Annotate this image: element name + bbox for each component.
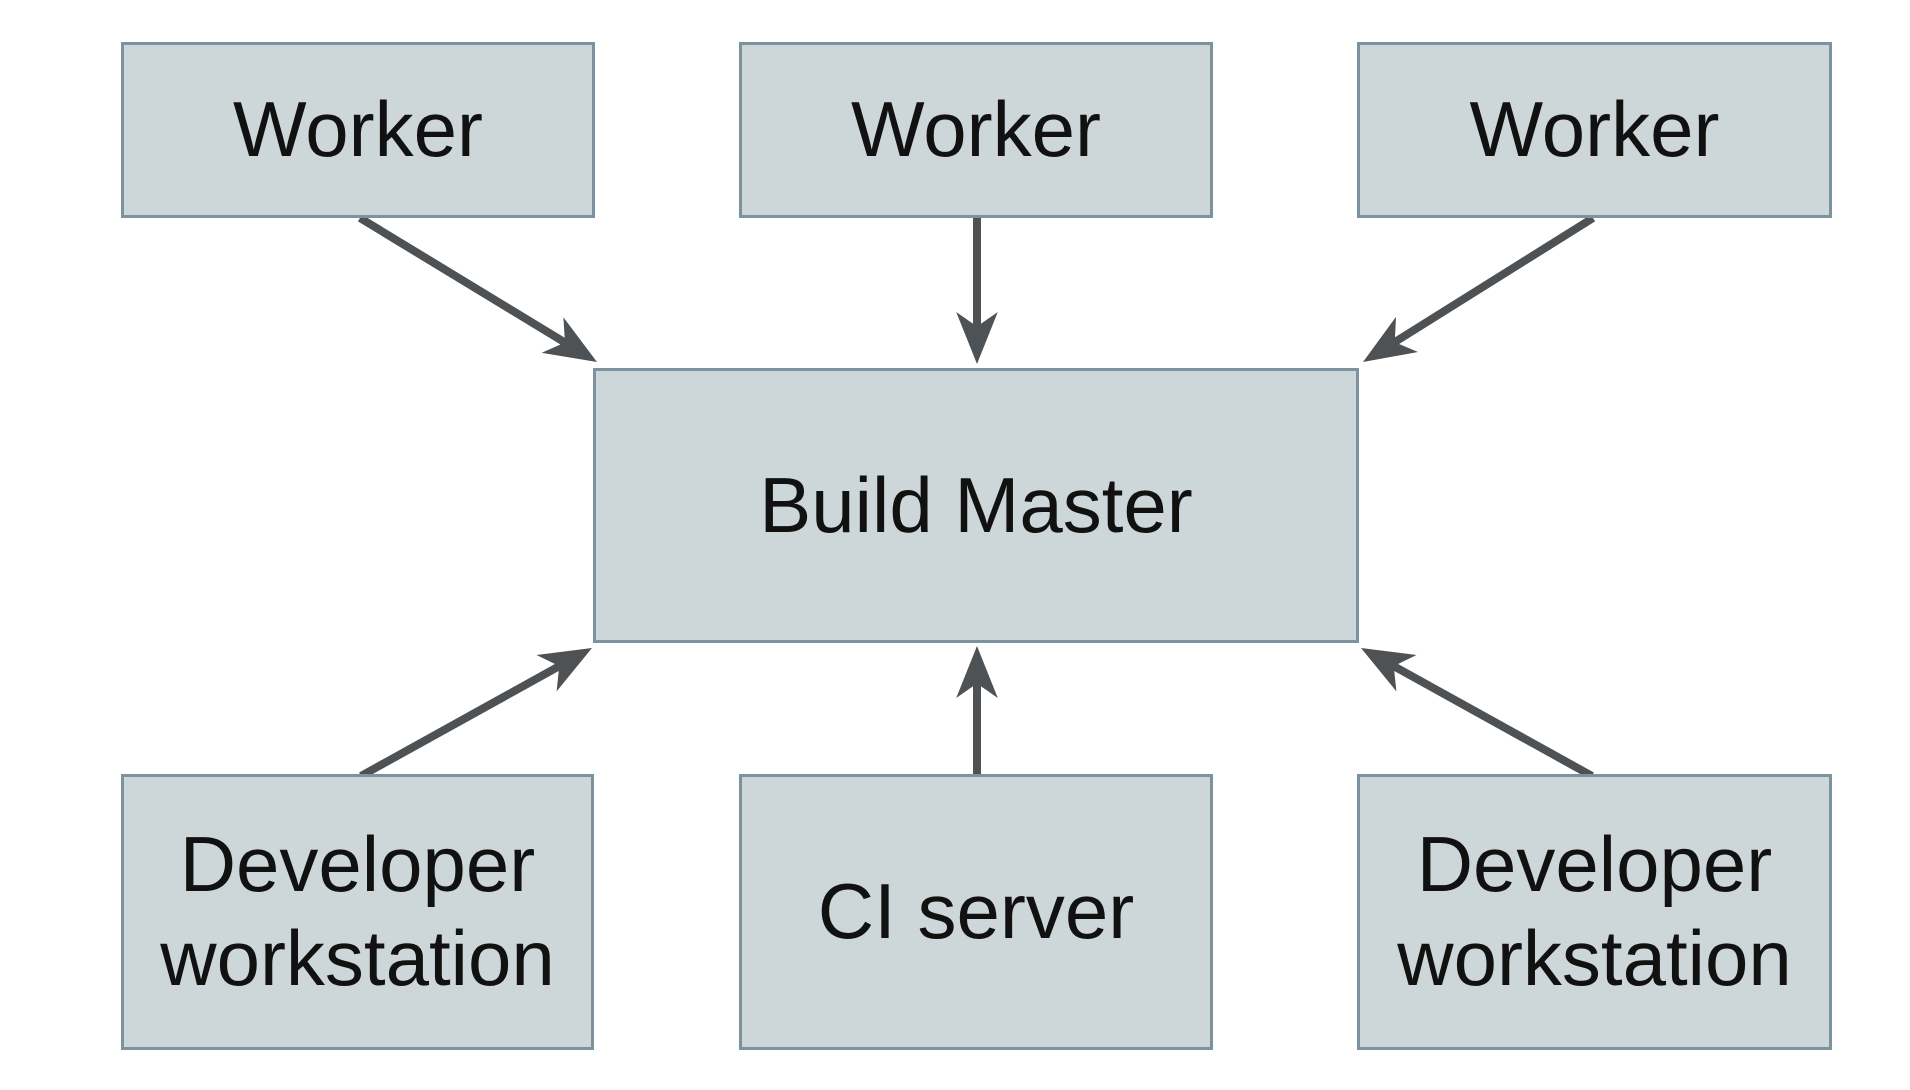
node-label-developer-workstation-2: Developer workstation <box>1397 820 1792 1002</box>
node-worker-3: Worker <box>1357 42 1832 218</box>
node-worker-2: Worker <box>739 42 1213 218</box>
arrow-worker-3-to-build-master <box>1362 214 1596 363</box>
node-label-developer-workstation-1: Developer workstation <box>160 820 555 1002</box>
node-label-build-master: Build Master <box>759 460 1193 549</box>
node-label-worker-3: Worker <box>1469 85 1720 174</box>
arrow-developer-workstation-1-to-build-master <box>359 648 593 780</box>
node-developer-workstation-2: Developer workstation <box>1357 774 1832 1050</box>
node-build-master: Build Master <box>593 368 1359 643</box>
arrow-worker-1-to-build-master <box>357 214 597 363</box>
node-label-worker-1: Worker <box>233 85 483 174</box>
node-ci-server: CI server <box>739 774 1213 1050</box>
node-label-worker-2: Worker <box>851 85 1101 174</box>
node-developer-workstation-1: Developer workstation <box>121 774 594 1050</box>
node-label-ci-server: CI server <box>817 867 1135 956</box>
arrow-developer-workstation-2-to-build-master <box>1361 648 1594 780</box>
node-worker-1: Worker <box>121 42 595 218</box>
